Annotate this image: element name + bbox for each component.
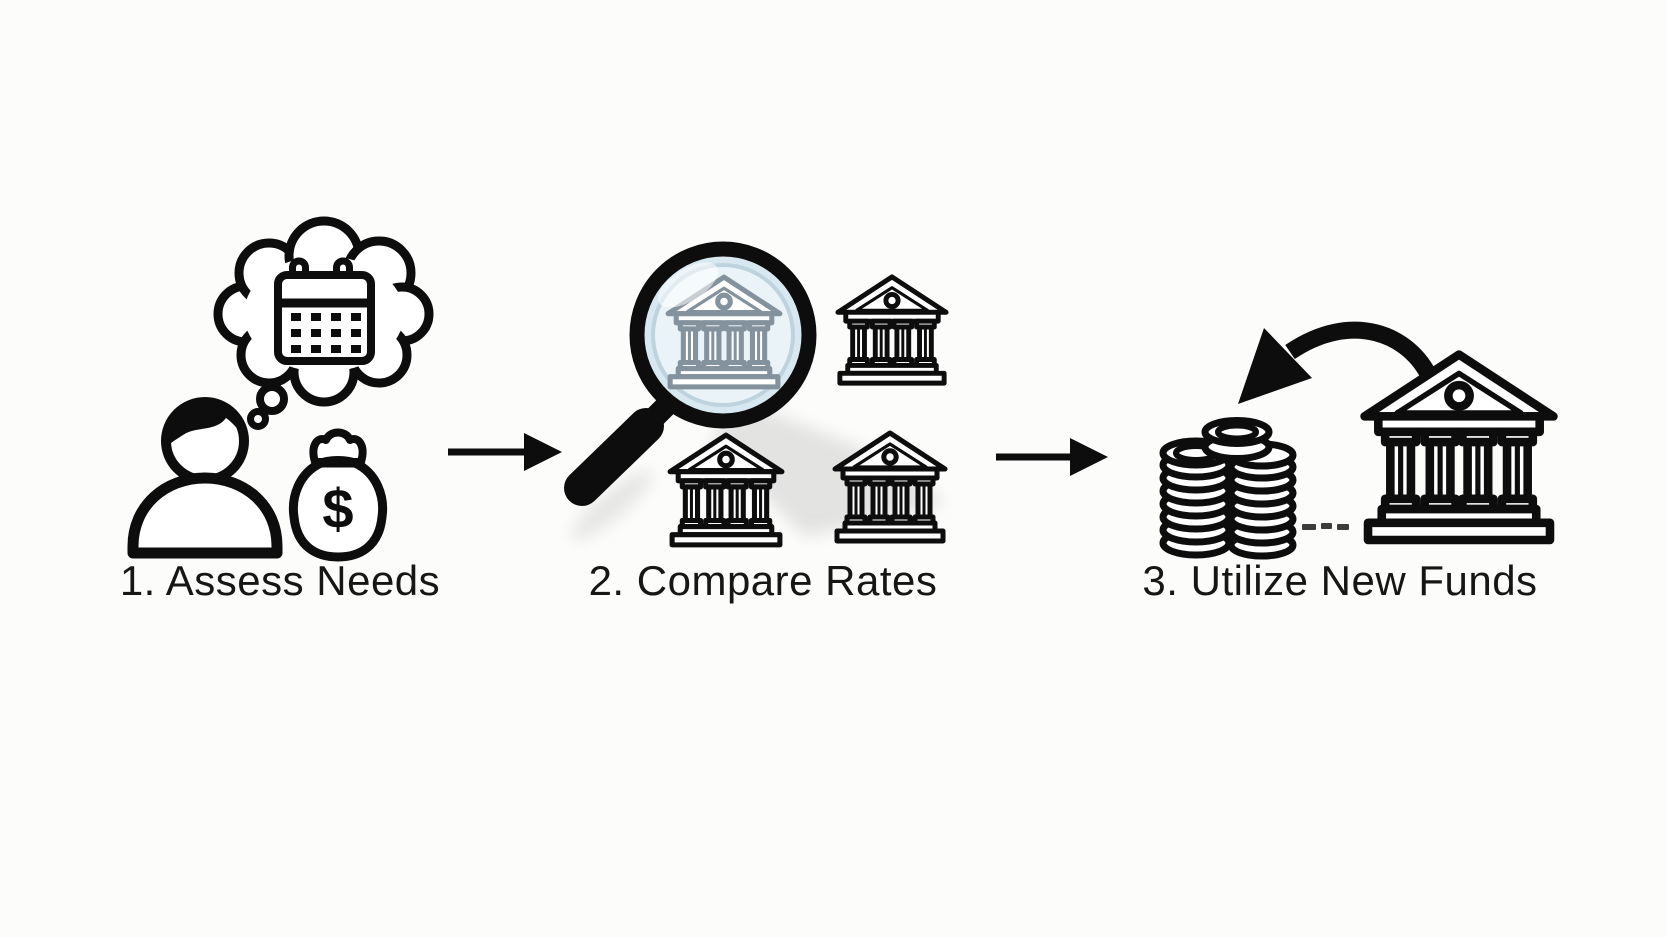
coin-stacks-icon [1163,421,1293,557]
curved-arrow-icon [1238,321,1438,404]
step-3-label: 3. Utilize New Funds [1142,557,1538,604]
step-1-label: 1. Assess Needs [119,557,441,604]
flow-arrow-2-icon [996,438,1108,476]
dashed-line-icon [1302,523,1349,530]
bank-icon [1365,355,1554,540]
calendar-icon [274,257,375,365]
bank-icon [838,277,946,383]
lens-glare [657,262,719,308]
step-2-label: 2. Compare Rates [588,557,938,604]
money-bag-icon: $ [288,428,388,562]
person-icon [127,397,283,559]
magnifier-icon [564,241,817,506]
flow-arrow-1-icon [448,433,562,471]
dollar-sign: $ [322,477,353,540]
